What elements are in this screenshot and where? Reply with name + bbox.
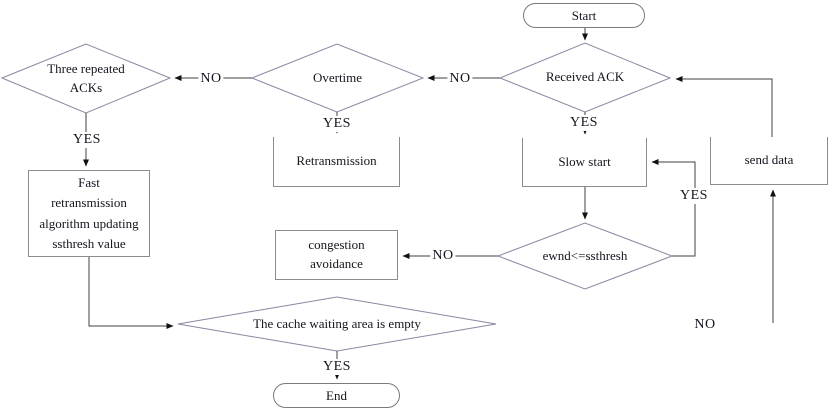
edge-label-no-cwnd: NO xyxy=(430,248,456,264)
three-repeated-acks-text: Three repeated ACKs xyxy=(47,60,125,95)
overtime-text: Overtime xyxy=(312,69,363,85)
slow-start-node: Slow start xyxy=(522,138,647,187)
edge-label-yes-cwnd: YES xyxy=(678,188,710,204)
cache-check-diamond xyxy=(177,296,497,352)
received-ack-text: Received ACK xyxy=(545,69,625,85)
send-data-node: send data xyxy=(710,137,828,185)
overtime-diamond xyxy=(250,43,425,113)
arrow-send-data-to-received-ack xyxy=(675,76,773,137)
end-node: End xyxy=(273,383,400,408)
three-repeated-acks-diamond xyxy=(0,43,172,114)
congestion-avoidance-node: congestion avoidance xyxy=(275,230,398,280)
received-ack-diamond xyxy=(498,42,672,113)
arrow-fast-to-cache-check xyxy=(88,257,174,329)
edge-label-yes-overtime: YES xyxy=(321,116,353,132)
cwnd-check-text: ewnd<=ssthresh xyxy=(542,247,628,263)
start-node: Start xyxy=(523,3,645,28)
edge-label-yes-received-ack: YES xyxy=(568,115,600,131)
cache-check-text: The cache waiting area is empty xyxy=(253,315,421,331)
retransmission-node: Retransmission xyxy=(273,137,400,187)
edge-label-yes-cache: YES xyxy=(321,359,353,375)
edge-label-no-received-ack: NO xyxy=(447,71,473,87)
edge-label-no-cache: NO xyxy=(692,317,718,333)
edge-label-no-overtime: NO xyxy=(198,71,224,87)
edge-label-yes-three-acks: YES xyxy=(71,132,103,148)
arrow-cwnd-yes-to-slow-start xyxy=(651,159,696,257)
fast-retransmission-node: Fast retransmission algorithm updating s… xyxy=(28,170,150,257)
